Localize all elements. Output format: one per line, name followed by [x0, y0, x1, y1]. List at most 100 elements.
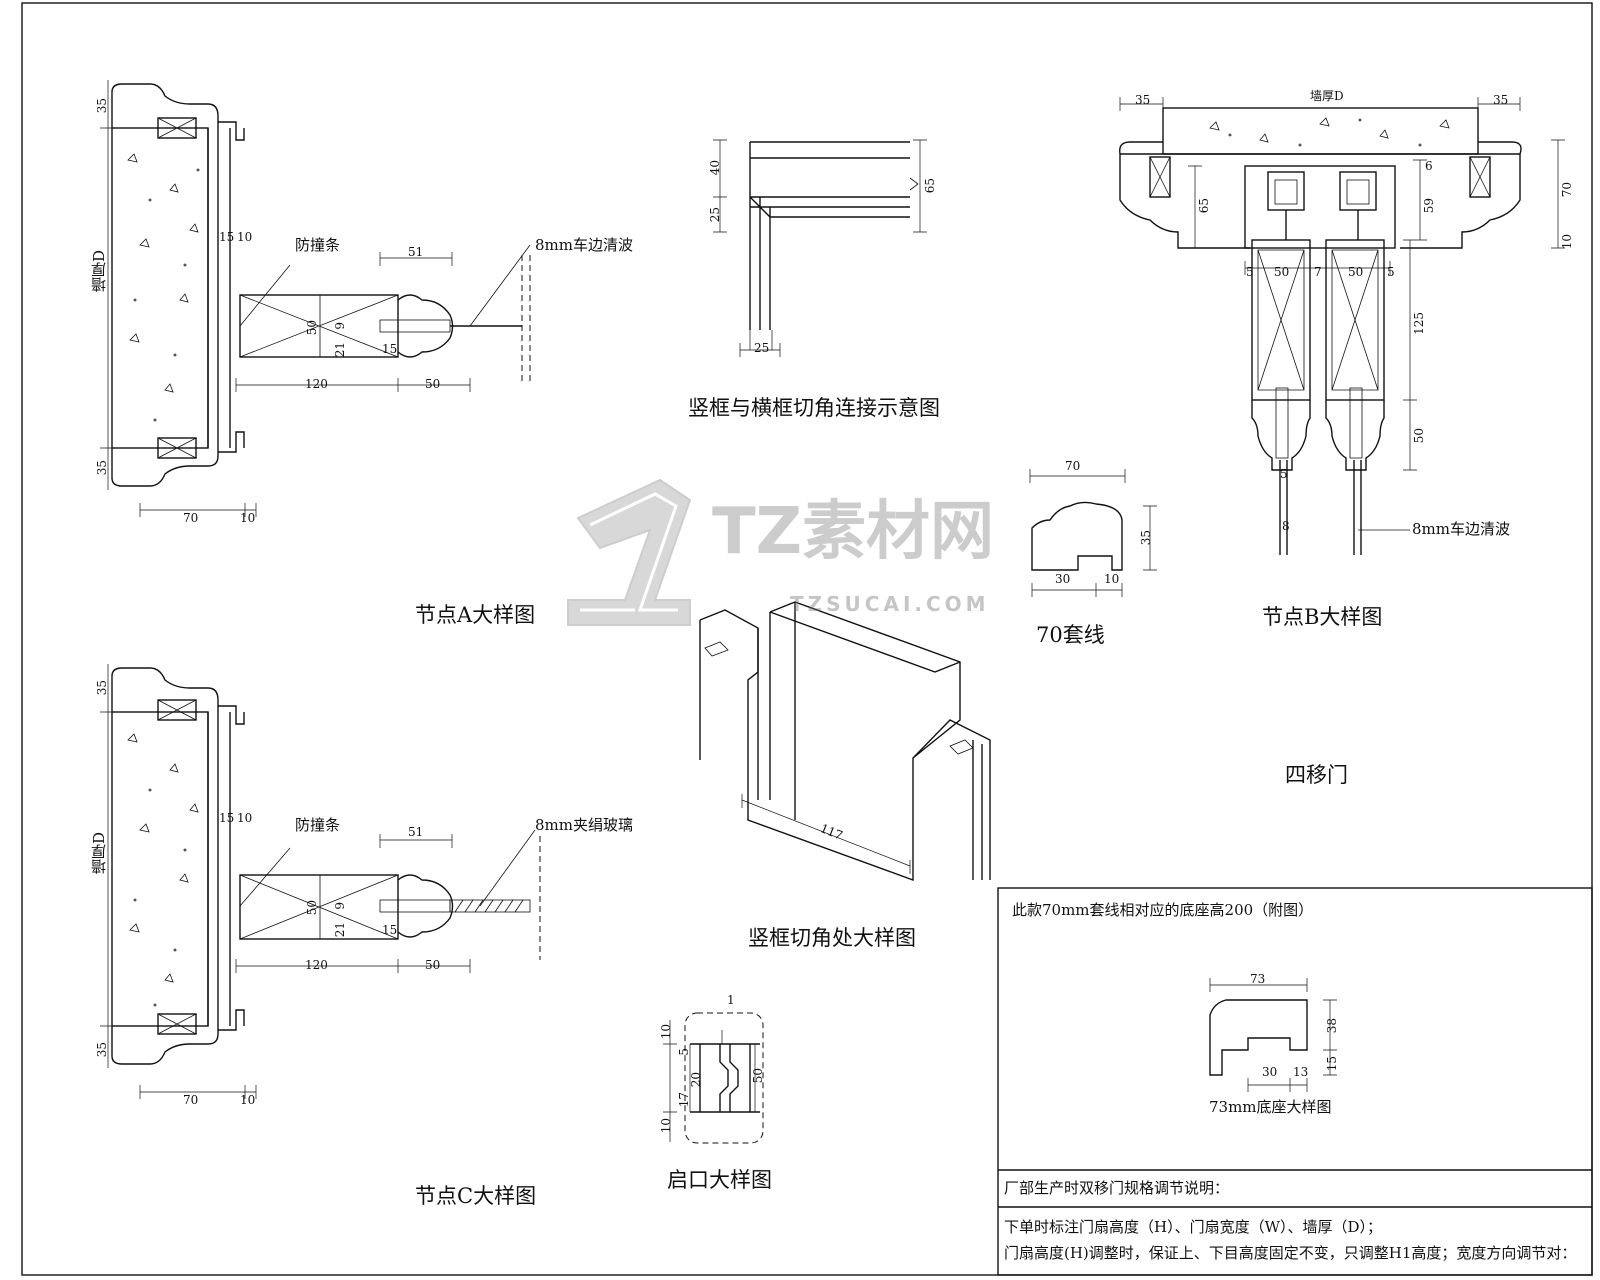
node-c-dim-top: 35	[95, 680, 109, 696]
node-c-dim-10b: 10	[237, 811, 253, 825]
notch-dim-1: 1	[727, 993, 735, 1007]
node-c-dim-15: 15	[219, 811, 235, 825]
node-c-top-casing	[111, 667, 245, 725]
node-b-dim-5c: 5	[1280, 467, 1288, 481]
node-c-laminated-glass	[449, 899, 531, 913]
node-b-dim-125: 125	[1412, 312, 1426, 335]
node-b-dim-59: 59	[1422, 198, 1436, 214]
node-c-glass-label: 8mm夹绢玻璃	[535, 816, 633, 834]
node-a-dim-10b: 10	[237, 230, 253, 244]
node-a-bottom-casing	[111, 431, 245, 487]
node-c-dim-15b: 15	[382, 923, 398, 937]
watermark-url: TZSUCAI.COM	[790, 592, 990, 616]
node-b-dim-5a: 5	[1246, 265, 1254, 279]
note-line-1: 下单时标注门扇高度（H）、门扇宽度（W）、墙厚（D）；	[1004, 1218, 1383, 1236]
node-a-dim-51: 51	[408, 245, 424, 259]
casing-70-title: 70套线	[1036, 623, 1105, 647]
node-b-bottom-rail-1	[1251, 400, 1311, 471]
notch-profile	[690, 1043, 760, 1113]
node-c-dim-50v: 50	[305, 900, 319, 916]
node-a-top-casing	[111, 83, 245, 141]
miter-dim-25b: 25	[754, 341, 770, 355]
note-box	[997, 887, 1593, 1276]
node-b-dim-70: 70	[1560, 182, 1574, 198]
notch-title: 启口大样图	[667, 1168, 772, 1192]
base-dim-30: 30	[1262, 1065, 1278, 1079]
node-c-jamb	[207, 712, 231, 1026]
note-box-frame	[997, 887, 1593, 1276]
notch-dim-5: 5	[677, 1048, 691, 1056]
node-c-title: 节点C大样图	[415, 1184, 537, 1208]
notch-dim-20: 20	[689, 1072, 703, 1088]
node-c-dim-120: 120	[305, 958, 328, 972]
sheet-frame	[21, 2, 1593, 1276]
node-a-dim-70: 70	[183, 511, 199, 525]
casing-dim-35: 35	[1139, 530, 1153, 546]
casing-dim-30: 30	[1055, 572, 1071, 586]
miter-frame	[749, 141, 910, 330]
node-a-dim-21: 21	[333, 342, 347, 358]
node-b-bottom-rail-2	[1325, 400, 1385, 471]
casing-70-shape	[1031, 501, 1123, 571]
miter-detail-title: 竖框切角处大样图	[748, 926, 916, 950]
node-b-dim-10: 10	[1560, 234, 1574, 250]
node-b-glass-label: 8mm车边清波	[1412, 520, 1510, 538]
node-b-detail	[1119, 97, 1565, 555]
miter-3d-detail	[699, 601, 991, 881]
node-a-detail	[100, 80, 531, 517]
base-dim-38: 38	[1325, 1018, 1339, 1034]
miter-dim-65: 65	[923, 178, 937, 194]
node-a-dim-15b: 15	[382, 342, 398, 356]
node-a-concrete-hatch	[127, 153, 200, 422]
node-a-dim-120: 120	[305, 377, 328, 391]
node-b-concrete-hatch	[1209, 117, 1450, 147]
node-b-leaf-1	[1251, 239, 1311, 401]
node-a-glass-label: 8mm车边清波	[535, 236, 633, 254]
notch-dashed-outline	[684, 1012, 764, 1144]
miter-schematic-title: 竖框与横框切角连接示意图	[688, 396, 940, 420]
miter-schematic	[713, 139, 927, 357]
node-c-dim-10: 10	[240, 1093, 256, 1107]
watermark-brand: TZ素材网	[712, 495, 995, 569]
node-c-concrete-hatch	[127, 733, 199, 1007]
base-dim-13: 13	[1293, 1065, 1309, 1079]
node-c-bottom-casing	[111, 1009, 245, 1065]
node-b-title: 节点B大样图	[1262, 605, 1383, 629]
node-b-track	[1244, 165, 1396, 249]
node-b-dim-35-right: 35	[1493, 93, 1509, 107]
node-b-dim-50b: 50	[1348, 265, 1364, 279]
notch-dim-50: 50	[751, 1068, 765, 1084]
node-a-dim-50v: 50	[305, 320, 319, 336]
node-a-dim-50: 50	[425, 377, 441, 391]
base-73-profile	[1209, 999, 1308, 1076]
node-b-casings	[1119, 154, 1521, 249]
casing-70-profile	[1029, 469, 1157, 597]
node-c-dim-bottom: 35	[95, 1042, 109, 1058]
node-b-dim-65: 65	[1197, 198, 1211, 214]
note-heading: 厂部生产时双移门规格调节说明：	[1004, 1179, 1230, 1197]
node-c-dim-9: 9	[333, 902, 347, 910]
node-a-dim-15: 15	[219, 230, 235, 244]
note-base-title: 此款70mm套线相对应的底座高200（附图）	[1012, 901, 1314, 919]
node-c-dim-70: 70	[183, 1093, 199, 1107]
notch-detail	[663, 1012, 764, 1144]
notch-dim-10b: 10	[659, 1118, 673, 1134]
node-c-wall-label: 墙厚D	[90, 832, 108, 875]
miter-3d-outline	[699, 609, 991, 881]
base-73-title: 73mm底座大样图	[1209, 1098, 1332, 1116]
node-b-glass	[1279, 460, 1362, 555]
node-a-dim-10: 10	[240, 511, 256, 525]
node-c-moulding	[397, 874, 454, 938]
node-c-bumper-label: 防撞条	[295, 816, 341, 834]
node-c-dim-51: 51	[408, 825, 424, 839]
casing-dim-70: 70	[1065, 459, 1081, 473]
node-c-detail	[100, 664, 541, 1099]
notch-dim-17: 17	[677, 1092, 691, 1108]
node-a-dim-bottom: 35	[95, 460, 109, 476]
watermark-logo	[567, 478, 692, 626]
miter-dim-25: 25	[708, 207, 722, 223]
node-a-title: 节点A大样图	[415, 603, 536, 627]
